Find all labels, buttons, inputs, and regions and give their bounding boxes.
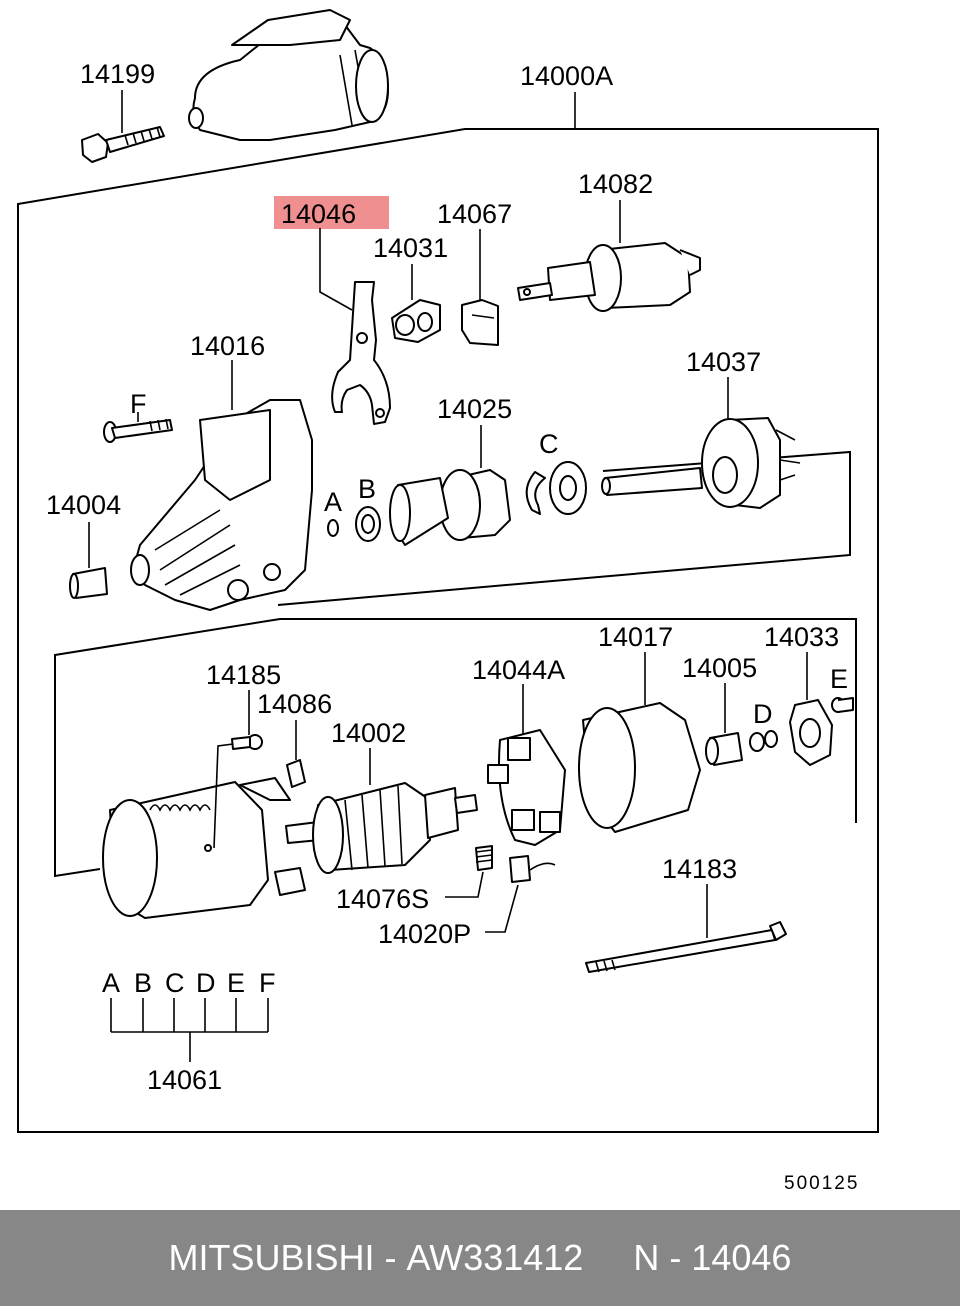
bush-14005-drawing	[705, 732, 743, 766]
callout-14037: 14037	[686, 347, 761, 377]
spring-14067-drawing	[461, 299, 499, 346]
callout-14086: 14086	[257, 689, 332, 719]
callout-14046: 14046	[281, 199, 356, 229]
screw-f-drawing	[103, 418, 173, 443]
yoke-14017-drawing	[578, 702, 701, 833]
callout-14016: 14016	[190, 331, 265, 361]
bolt-14199-drawing	[81, 126, 165, 163]
assembly-outline	[17, 128, 879, 1133]
reference-number: N - 14046	[633, 1237, 792, 1278]
bush-14004-drawing	[69, 567, 108, 599]
letter-e: E	[830, 664, 848, 694]
starter-assembly-drawing	[188, 9, 389, 141]
letter-d: D	[753, 699, 773, 729]
kit-letter-b: B	[134, 968, 152, 998]
letter-a: A	[324, 487, 342, 517]
ring-c-drawing	[525, 461, 587, 515]
callout-14067: 14067	[437, 199, 512, 229]
pinion-14025-drawing	[389, 469, 511, 546]
brush-holder-14044a-drawing	[487, 729, 566, 846]
parts-diagram: 14199 14000A 14046 14067 14031 14082 140…	[17, 9, 879, 1194]
callout-14185: 14185	[206, 660, 281, 690]
callout-14002: 14002	[331, 718, 406, 748]
holder-14031-drawing	[391, 299, 441, 343]
screw-e-drawing	[831, 697, 854, 713]
lower-group-outline	[280, 618, 857, 823]
callout-14082: 14082	[578, 169, 653, 199]
diagram-code: 500125	[784, 1173, 859, 1194]
armature-14002-drawing	[285, 782, 478, 874]
callout-14061: 14061	[147, 1065, 222, 1095]
kit-letter-e: E	[227, 968, 245, 998]
footer-bar: MITSUBISHI - AW331412 N - 14046	[0, 1210, 960, 1306]
clip-14086-drawing	[286, 759, 306, 788]
highlight-box	[274, 196, 389, 229]
solenoid-14082-drawing	[517, 242, 701, 312]
letter-f: F	[130, 389, 147, 419]
screw-14185-drawing	[231, 734, 263, 750]
separator: -	[374, 1237, 407, 1278]
callout-14017: 14017	[598, 622, 673, 652]
callout-14033: 14033	[764, 622, 839, 652]
front-housing-14016-drawing	[130, 399, 313, 611]
callout-14000a: 14000A	[520, 61, 613, 91]
washer-a-drawing	[327, 519, 339, 537]
part-number: AW331412	[406, 1237, 584, 1278]
field-frame-drawing	[102, 777, 306, 919]
callout-14044a: 14044A	[472, 655, 565, 685]
kit-letter-a: A	[102, 968, 120, 998]
kit-letter-f: F	[259, 968, 276, 998]
spacer	[583, 1237, 633, 1279]
callout-14076s: 14076S	[336, 884, 429, 914]
letter-c: C	[539, 429, 559, 459]
callout-14004: 14004	[46, 490, 121, 520]
callout-14020p: 14020P	[378, 919, 471, 949]
plate-14033-drawing	[789, 699, 833, 766]
callout-14183: 14183	[662, 854, 737, 884]
letter-b: B	[358, 474, 376, 504]
brand-name: MITSUBISHI	[168, 1237, 375, 1278]
callout-14005: 14005	[682, 653, 757, 683]
bearing-b-drawing	[355, 506, 381, 542]
callout-14199: 14199	[80, 59, 155, 89]
callout-14031: 14031	[373, 233, 448, 263]
kit-bracket	[110, 998, 269, 1062]
kit-letter-c: C	[165, 968, 185, 998]
shaft-14037-drawing	[601, 417, 801, 509]
lever-14046-drawing	[331, 281, 391, 425]
brush-14020p-drawing	[509, 855, 556, 883]
lower-group-left-outline	[54, 618, 281, 878]
spring-14076s-drawing	[475, 845, 493, 871]
through-bolt-14183-drawing	[585, 921, 787, 973]
washer-d-drawing	[749, 730, 778, 752]
callout-14025: 14025	[437, 394, 512, 424]
kit-letter-d: D	[196, 968, 216, 998]
